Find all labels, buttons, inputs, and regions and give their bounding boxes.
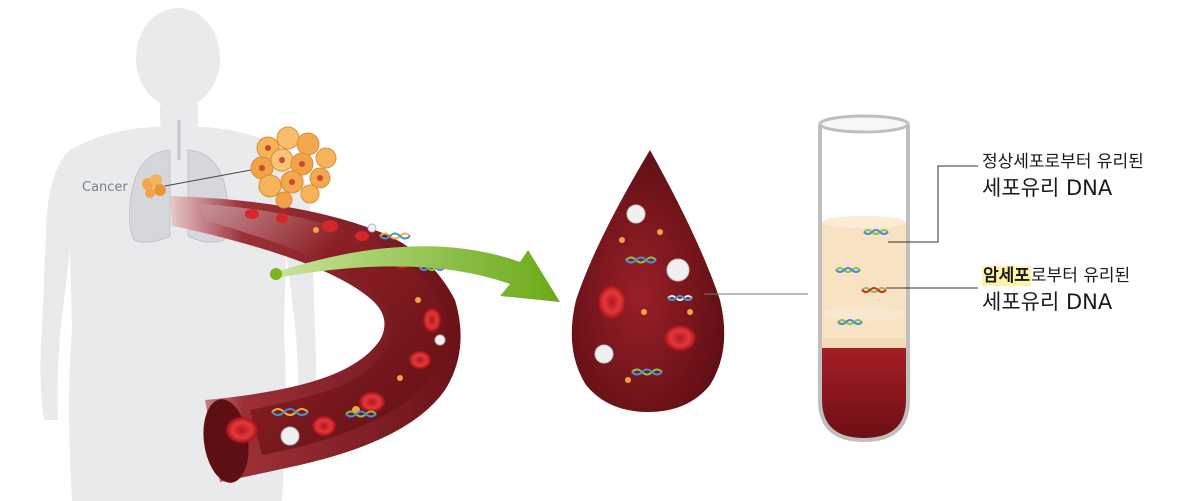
- normal-label-leader: [888, 165, 978, 243]
- cancer-label-line2: 세포유리 DNA: [982, 290, 1113, 314]
- vessel-contents: [226, 209, 446, 446]
- cancer-small-tumor: [142, 174, 166, 198]
- transfer-arrow: [270, 246, 560, 302]
- cancer-label: Cancer: [82, 180, 128, 195]
- normal-label-line1: 정상세포로부터 유리된: [982, 152, 1144, 172]
- test-tube: [818, 114, 910, 443]
- normal-label-line2: 세포유리 DNA: [982, 176, 1113, 200]
- blood-drop: [571, 150, 725, 412]
- normal-cfdna-label: 정상세포로부터 유리된 세포유리 DNA: [982, 150, 1144, 202]
- cancer-leader-line: [164, 167, 263, 187]
- cancer-cfdna-label: 암세포로부터 유리된 세포유리 DNA: [982, 264, 1130, 316]
- tumor-cluster: [250, 126, 337, 209]
- cancer-label-line1-rest: 로부터 유리된: [1030, 266, 1131, 286]
- cancer-cell-highlight: 암세포: [982, 266, 1031, 286]
